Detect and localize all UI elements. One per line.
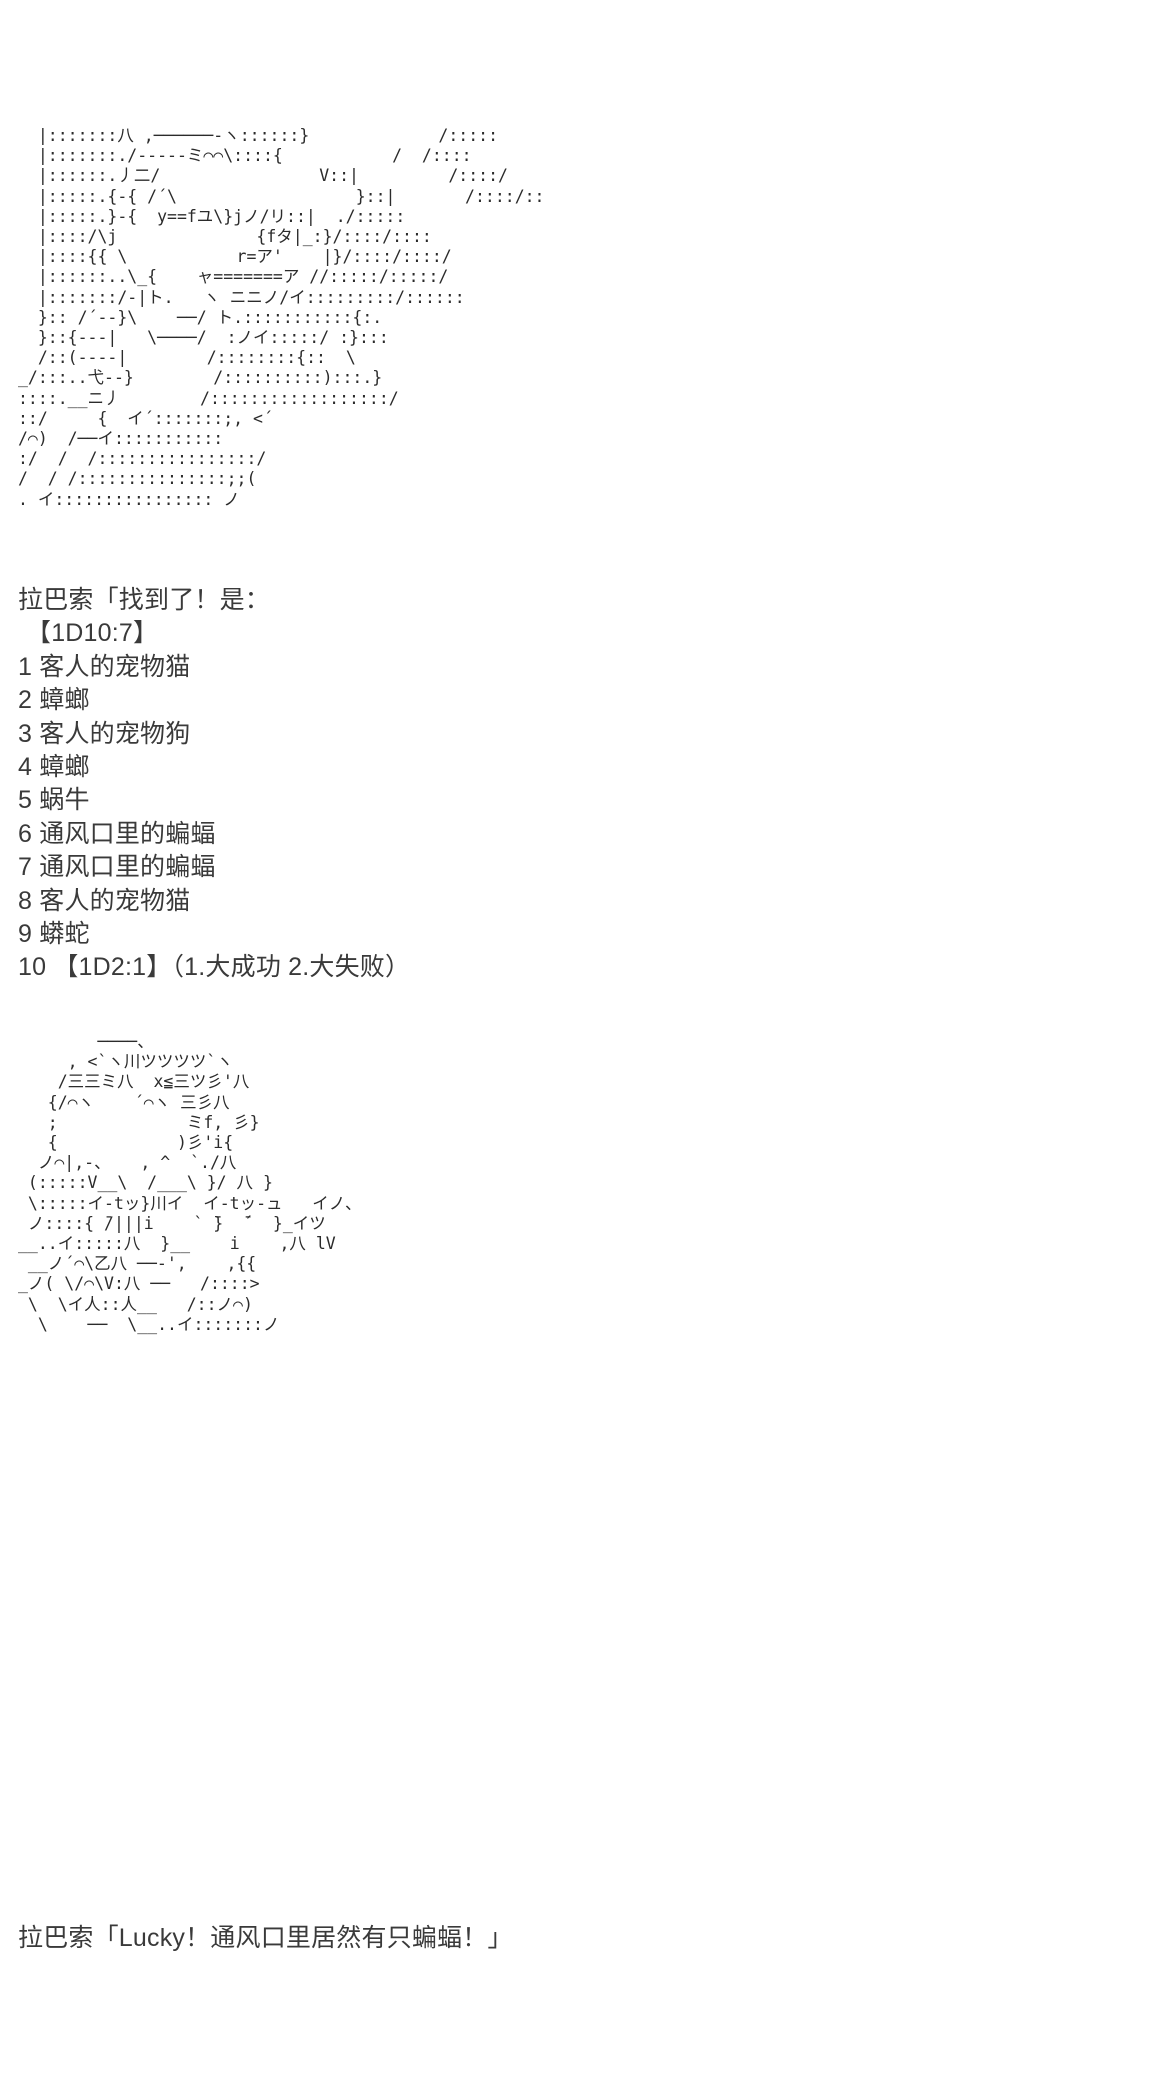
roll-entry: 3 客人的宠物狗	[18, 719, 191, 748]
dialogue-block-top: 拉巴索「找到了！是： 【1D10:7】 1 客人的宠物猫 2 蟑螂 3 客人的宠物狗…	[18, 584, 1118, 985]
roll-table-row: 6 通风口里的蝙蝠	[18, 818, 1118, 851]
roll-entry: 4 蟑螂	[18, 753, 90, 782]
ascii-art-bottom: ────、 , <`ヽ川ツツツツ`ヽ /三三ミ八 x≦三ツ彡'八 {/⌒ヽ ´⌒…	[18, 1032, 362, 1334]
roll-table-row: 5 蜗牛	[18, 784, 1118, 817]
roll-table-row: 9 蟒蛇	[18, 918, 1118, 951]
roll-entry: 6 通风口里的蝙蝠	[18, 819, 216, 848]
ascii-art-top: |:::::::八 ,──────‐ヽ::::::} /::::: |:::::…	[18, 126, 545, 509]
roll-table-row: 8 客人的宠物猫	[18, 885, 1118, 918]
dialogue-line-1: 拉巴索「找到了！是：	[18, 586, 271, 614]
roll-entry: 8 客人的宠物猫	[18, 886, 191, 915]
dialogue-block-bottom: 拉巴索「Lucky！通风口里居然有只蝙蝠！」	[18, 1922, 1118, 1955]
roll-table-row: 1 客人的宠物猫	[18, 651, 1118, 684]
roll-entry: 1 客人的宠物猫	[18, 652, 191, 681]
roll-table-row: 3 客人的宠物狗	[18, 718, 1118, 751]
roll-entry: 9 蟒蛇	[18, 920, 90, 949]
roll-table-row: 4 蟑螂	[18, 751, 1118, 784]
roll-entry-selected: 7 通风口里的蝙蝠	[18, 853, 216, 882]
roll-table-row: 10 【1D2:1】（1.大成功 2.大失败）	[18, 951, 1118, 984]
roll-entry: 5 蜗牛	[18, 786, 90, 815]
roll-table-row: 7 通风口里的蝙蝠	[18, 851, 1118, 884]
roll-table-row: 2 蟑螂	[18, 684, 1118, 717]
roll-entry: 2 蟑螂	[18, 686, 90, 715]
dialogue-line-2: 拉巴索「Lucky！通风口里居然有只蝙蝠！」	[18, 1924, 513, 1952]
roll-entry: 10 【1D2:1】（1.大成功 2.大失败）	[18, 953, 411, 982]
roll-table: 1 客人的宠物猫 2 蟑螂 3 客人的宠物狗 4 蟑螂 5 蜗牛 6 通风口里的蝙蝠 7 通…	[18, 651, 1118, 985]
dice-header: 【1D10:7】	[26, 619, 159, 648]
